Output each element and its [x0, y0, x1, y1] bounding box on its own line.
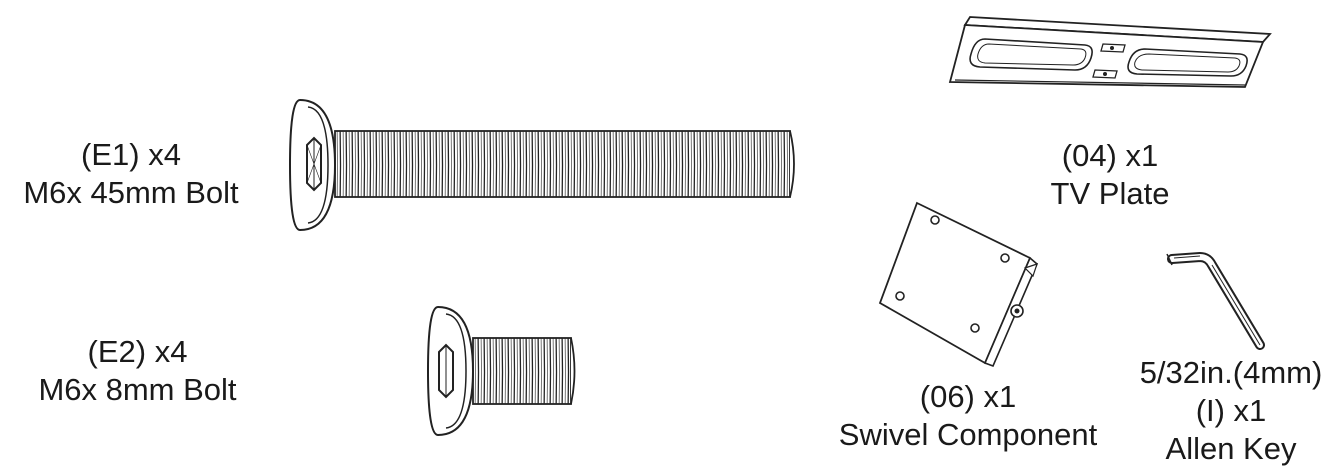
e2-label: (E2) x4 M6x 8mm Bolt [10, 333, 265, 409]
long-bolt-illustration [288, 95, 800, 240]
allen-key-quantity: (I) x1 [1195, 393, 1267, 428]
allen-key-label: 5/32in.(4mm) (I) x1 Allen Key [1125, 354, 1337, 468]
swivel-quantity: (06) x1 [919, 379, 1017, 414]
e1-quantity: (E1) x4 [81, 137, 181, 172]
allen-key-size: 5/32in.(4mm) [1139, 355, 1323, 390]
e1-label: (E1) x4 M6x 45mm Bolt [0, 136, 262, 212]
allen-key-illustration [1160, 245, 1270, 360]
swivel-label: (06) x1 Swivel Component [812, 378, 1124, 454]
tv-plate-quantity: (04) x1 [1061, 138, 1159, 173]
short-bolt-illustration [426, 305, 578, 445]
tv-plate-illustration [945, 12, 1275, 97]
tv-plate-label: (04) x1 TV Plate [1010, 137, 1210, 213]
e2-name: M6x 8mm Bolt [38, 372, 237, 407]
allen-key-name: Allen Key [1165, 431, 1297, 466]
tv-plate-name: TV Plate [1050, 176, 1170, 211]
e1-name: M6x 45mm Bolt [23, 175, 239, 210]
swivel-name: Swivel Component [838, 417, 1098, 452]
e2-quantity: (E2) x4 [87, 334, 188, 369]
swivel-component-illustration [875, 198, 1045, 373]
